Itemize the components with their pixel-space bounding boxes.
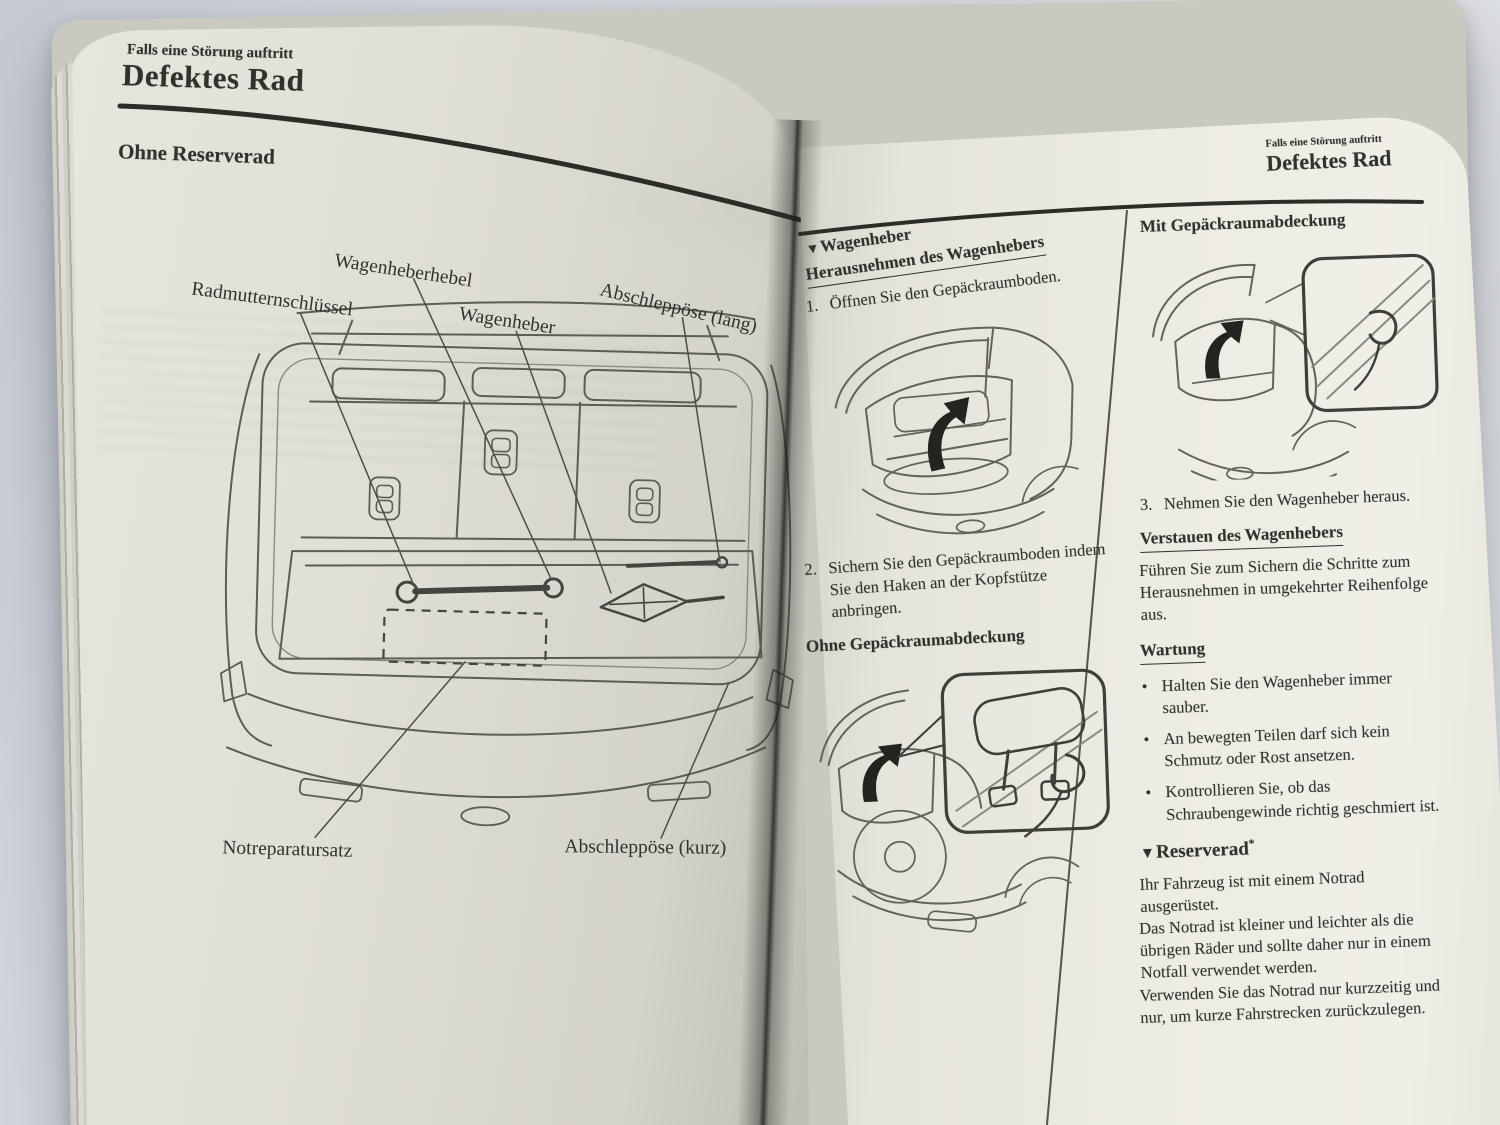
spare-wheel-title: Reserverad — [1155, 838, 1250, 864]
bullet-dot-icon: • — [1145, 782, 1152, 803]
step-3: 3. Nehmen Sie den Wagenheber heraus. — [1140, 483, 1443, 516]
spare-wheel-paragraph-2: Das Notrad ist kleiner und leichter als … — [1138, 909, 1432, 983]
right-page-title: Defektes Rad — [1265, 145, 1392, 176]
diagram-label-towing-eye-long: Abschleppöse (lang) — [598, 279, 759, 337]
spare-wheel-section-heading: ▼Reserverad* — [1140, 830, 1443, 866]
hook-icon — [1368, 309, 1398, 345]
maintenance-subheading: Wartung — [1139, 629, 1443, 665]
bullet-item: • An bewegten Teilen darf sich kein Schm… — [1139, 718, 1442, 773]
diagram-label-jack-lever: Wagenheberhebel — [333, 250, 474, 291]
section-triangle-icon: ▼ — [804, 240, 821, 257]
without-cover-subheading: Ohne Gepäckraumabdeckung — [805, 625, 1025, 656]
spare-wheel-paragraph-3: Verwenden Sie das Notrad nur kurzzeitig … — [1139, 975, 1441, 1027]
hook-icon — [1050, 753, 1086, 793]
bullet-text: An bewegten Teilen darf sich kein Schmut… — [1163, 721, 1391, 771]
diagram-label-wheel-nut-wrench: Radmutternschlüssel — [190, 278, 354, 320]
step-2: 2. Sichern Sie den Gepäckraumboden indem… — [804, 537, 1116, 625]
lift-arrow-icon — [927, 396, 970, 472]
stow-jack-subheading: Verstauen des Wagenhebers — [1139, 517, 1443, 553]
left-header-rule — [117, 103, 811, 225]
repair-kit-outline — [382, 608, 548, 667]
diagram-label-towing-eye-short: Abschleppöse (kurz) — [564, 836, 726, 858]
footnote-asterisk: * — [1248, 837, 1255, 851]
bullet-item: • Kontrollieren Sie, ob das Schraubengew… — [1141, 772, 1444, 827]
bullet-dot-icon: • — [1141, 676, 1148, 696]
bullet-text: Kontrollieren Sie, ob das Schraubengewin… — [1165, 776, 1440, 824]
hook-illustration-with-cover — [1152, 253, 1439, 483]
step-2-text: Sichern Sie den Gepäckraumboden indem Si… — [827, 538, 1107, 622]
left-page-title: Defektes Rad — [121, 57, 306, 98]
step-3-text: Nehmen Sie den Wagenheber heraus. — [1163, 485, 1411, 513]
bullet-text: Halten Sie den Wagenheber immer sauber. — [1161, 667, 1393, 718]
right-header-rule — [798, 199, 1424, 236]
step-3-number: 3. — [1139, 494, 1153, 514]
right-page-right-column: Mit Gepäckraumabdeckung — [1137, 210, 1444, 1029]
step-1-number: 1. — [804, 295, 820, 316]
stow-jack-paragraph: Führen Sie zum Sichern die Schritte zum … — [1138, 551, 1429, 624]
hook-headrest-illustration-without-cover — [819, 668, 1110, 933]
bullet-item: • Halten Sie den Wagenheber immer sauber… — [1137, 665, 1440, 720]
right-page-header: Falls eine Störung auftritt Defektes Rad — [1265, 133, 1392, 176]
maintenance-bullet-list: • Halten Sie den Wagenheber immer sauber… — [1137, 665, 1444, 826]
lift-arrow-icon — [862, 743, 902, 802]
diagram-label-repair-kit: Notreparatursatz — [222, 837, 353, 861]
section-triangle-icon: ▼ — [1139, 845, 1156, 863]
diagram-label-jack: Wagenheber — [458, 304, 557, 339]
right-page-left-column: ▼Wagenheber Herausnehmen des Wagenhebers… — [804, 224, 1116, 942]
open-trunk-floor-illustration — [834, 326, 1079, 534]
bullet-dot-icon: • — [1143, 729, 1150, 749]
lift-arrow-icon — [1205, 320, 1244, 379]
trunk-tools-diagram: Wagenheberhebel Radmutternschlüssel Wage… — [190, 250, 794, 862]
